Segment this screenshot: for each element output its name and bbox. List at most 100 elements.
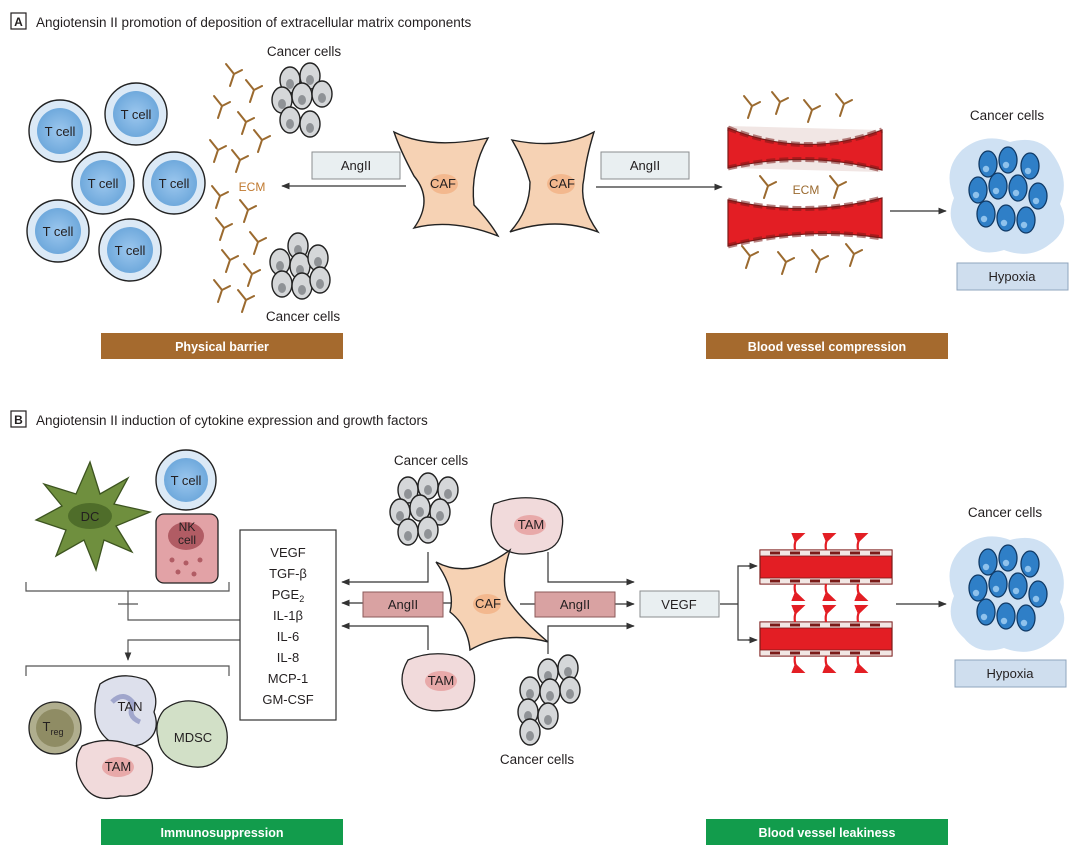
cytokine-vegf: VEGF: [270, 545, 305, 560]
t-cell: T cell: [98, 218, 162, 282]
caf-cell: CAF: [435, 548, 549, 652]
arrow-from-tam: [341, 622, 429, 650]
cytokine-tgf-beta: TGF-β: [269, 566, 307, 581]
angii-box: [311, 151, 401, 180]
svg-text:TAM: TAM: [518, 517, 544, 532]
svg-text:T cell: T cell: [115, 243, 146, 258]
svg-text:Treg: Treg: [43, 719, 64, 737]
caf-cell: CAF: [392, 130, 500, 238]
tam-cell: TAM: [490, 497, 564, 555]
cytokine-list-box: [239, 529, 337, 721]
tan-cell: TAN: [94, 675, 157, 748]
cytokine-il-8: IL-8: [277, 650, 299, 665]
svg-text:cell: cell: [178, 533, 196, 547]
svg-text:TAM: TAM: [428, 673, 454, 688]
svg-text:T cell: T cell: [159, 176, 190, 191]
panel-b-letter: B: [14, 413, 23, 427]
tam-cell: TAM: [75, 739, 154, 800]
immunosuppression-label: Immunosuppression: [161, 826, 284, 840]
leaky-vessel: [759, 621, 893, 657]
panel-b-letter-box: [10, 410, 27, 428]
svg-text:TAN: TAN: [117, 699, 142, 714]
angii-label: AngII: [388, 597, 418, 612]
panel-a-title: Angiotensin II promotion of deposition o…: [36, 15, 471, 30]
svg-text:DC: DC: [81, 509, 100, 524]
cancer-cells-label: Cancer cells: [970, 108, 1045, 123]
mdsc-cell: MDSC: [156, 700, 228, 768]
ecm-label: ECM: [793, 183, 820, 197]
cancer-cell-cluster: [269, 232, 331, 300]
vegf-label: VEGF: [661, 597, 696, 612]
svg-text:T cell: T cell: [43, 224, 74, 239]
t-cell: T cell: [28, 99, 92, 163]
angii-label: AngII: [560, 597, 590, 612]
cancer-cells-label: Cancer cells: [500, 752, 575, 767]
vegf-box: [639, 590, 720, 618]
panel-b-title: Angiotensin II induction of cytokine exp…: [36, 413, 428, 428]
blood-vessel-compression-label: Blood vessel compression: [748, 340, 906, 354]
angii-box: [362, 591, 444, 618]
svg-text:T cell: T cell: [171, 473, 202, 488]
physical-barrier-label: Physical barrier: [175, 340, 269, 354]
svg-text:T cell: T cell: [88, 176, 119, 191]
arrow-vegf-to-vessels: [720, 565, 756, 641]
cytokine-il-1beta: IL-1β: [273, 608, 303, 623]
panel-a-letter-box: [10, 12, 27, 30]
blood-vessel-compression-banner: [706, 333, 948, 359]
hypoxic-tumor: [949, 536, 1065, 652]
cytokine-il-6: IL-6: [277, 629, 299, 644]
arrow-from-cancer-cells: [341, 552, 429, 586]
panel-a: A Angiotensin II promotion of deposition…: [10, 12, 1069, 359]
angii-label: AngII: [630, 158, 660, 173]
svg-text:TAM: TAM: [105, 759, 131, 774]
dendritic-cell: DC: [34, 460, 153, 573]
hypoxia-box: [954, 659, 1067, 688]
svg-text:MDSC: MDSC: [174, 730, 212, 745]
cytokine-pge2: PGE2: [272, 587, 304, 604]
tam-cell: TAM: [401, 653, 476, 712]
ecm-label: ECM: [239, 180, 266, 194]
t-cell: T cell: [155, 449, 217, 511]
arrow-cancer-to-vegf: [547, 622, 635, 654]
t-cell: T cell: [26, 199, 90, 263]
cancer-cells-label: Cancer cells: [266, 309, 341, 324]
t-cell: T cell: [104, 82, 168, 146]
cancer-cell-cluster: [389, 472, 459, 546]
leaky-vessel: [759, 549, 893, 585]
inhibition-line: [118, 591, 240, 621]
blood-vessel-leakiness-banner: [706, 819, 948, 845]
physical-barrier-banner: [101, 333, 343, 359]
cancer-cells-label: Cancer cells: [968, 505, 1043, 520]
cytokine-mcp-1: MCP-1: [268, 671, 308, 686]
svg-text:CAF: CAF: [475, 596, 501, 611]
cancer-cells-label: Cancer cells: [267, 44, 342, 59]
svg-text:NK: NK: [179, 520, 196, 534]
angii-box: [600, 151, 690, 180]
cytokine-list: VEGF TGF-β PGE2 IL-1β IL-6 IL-8 MCP-1 GM…: [262, 545, 313, 707]
svg-text:CAF: CAF: [549, 176, 575, 191]
leakage-arrows: [791, 532, 869, 674]
blood-vessel-leakiness-label: Blood vessel leakiness: [759, 826, 896, 840]
angii-box: [534, 591, 616, 618]
svg-text:T cell: T cell: [45, 124, 76, 139]
treg-cell: Treg: [28, 701, 82, 755]
angii-label: AngII: [341, 158, 371, 173]
cancer-cell-cluster: [271, 62, 333, 138]
hypoxia-label: Hypoxia: [989, 269, 1037, 284]
cytokine-gm-csf: GM-CSF: [262, 692, 313, 707]
svg-text:CAF: CAF: [430, 176, 456, 191]
t-cell: T cell: [142, 151, 206, 215]
panel-a-letter: A: [14, 15, 23, 29]
hypoxic-tumor: [949, 138, 1065, 254]
caf-cell: CAF: [509, 130, 600, 234]
t-cell-group: T cell T cell T cell T cell T cell T cel…: [26, 82, 206, 282]
compressed-vessel: [727, 125, 883, 249]
svg-text:T cell: T cell: [121, 107, 152, 122]
hypoxia-label: Hypoxia: [987, 666, 1035, 681]
hypoxia-box: [956, 262, 1069, 291]
immunosuppression-banner: [101, 819, 343, 845]
nk-cell: NK cell: [155, 513, 219, 584]
cancer-cell-cluster: [517, 654, 581, 746]
cancer-cells-label: Cancer cells: [394, 453, 469, 468]
